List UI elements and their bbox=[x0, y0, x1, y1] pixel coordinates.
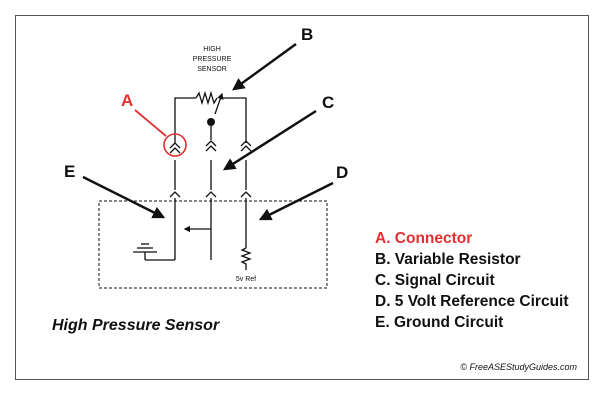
signal-tap-dot bbox=[207, 118, 215, 126]
ref-label: 5v Ref bbox=[236, 276, 256, 283]
arrow-d bbox=[258, 181, 334, 221]
legend-item-signal-circuit: C. Signal Circuit bbox=[375, 272, 495, 289]
legend-item-variable-resistor: B. Variable Resistor bbox=[375, 251, 521, 268]
ground-symbol bbox=[133, 243, 175, 261]
legend-item-connector: A. Connector bbox=[375, 230, 473, 247]
connector-highlight-circle bbox=[163, 133, 187, 157]
arrow-a-pointer bbox=[134, 109, 167, 137]
sensor-label-line-3: SENSOR bbox=[197, 66, 227, 73]
callout-arrows bbox=[82, 42, 334, 221]
callout-c: C bbox=[322, 93, 334, 112]
resistor-wiper bbox=[214, 92, 224, 115]
figure-title: High Pressure Sensor bbox=[52, 317, 220, 334]
legend-item-reference-circuit: D. 5 Volt Reference Circuit bbox=[375, 293, 569, 310]
callout-d: D bbox=[336, 163, 348, 182]
arrow-e bbox=[82, 175, 166, 219]
callout-a: A bbox=[121, 91, 133, 110]
callout-e: E bbox=[64, 162, 75, 181]
sensor-label-line-2: PRESSURE bbox=[193, 56, 232, 63]
credit-text: © FreeASEStudyGuides.com bbox=[460, 362, 577, 372]
ecm-box bbox=[98, 200, 328, 289]
legend-item-ground-circuit: E. Ground Circuit bbox=[375, 314, 504, 331]
reference-resistor bbox=[240, 247, 252, 270]
sensor-label-line-1: HIGH bbox=[203, 46, 221, 53]
arrow-c bbox=[222, 109, 317, 171]
legend: A. Connector B. Variable Resistor C. Sig… bbox=[375, 228, 569, 333]
variable-resistor bbox=[195, 90, 218, 106]
connector-upper bbox=[169, 140, 252, 154]
arrow-b bbox=[231, 42, 297, 91]
connector-lower bbox=[169, 191, 252, 198]
callout-b: B bbox=[301, 25, 313, 44]
